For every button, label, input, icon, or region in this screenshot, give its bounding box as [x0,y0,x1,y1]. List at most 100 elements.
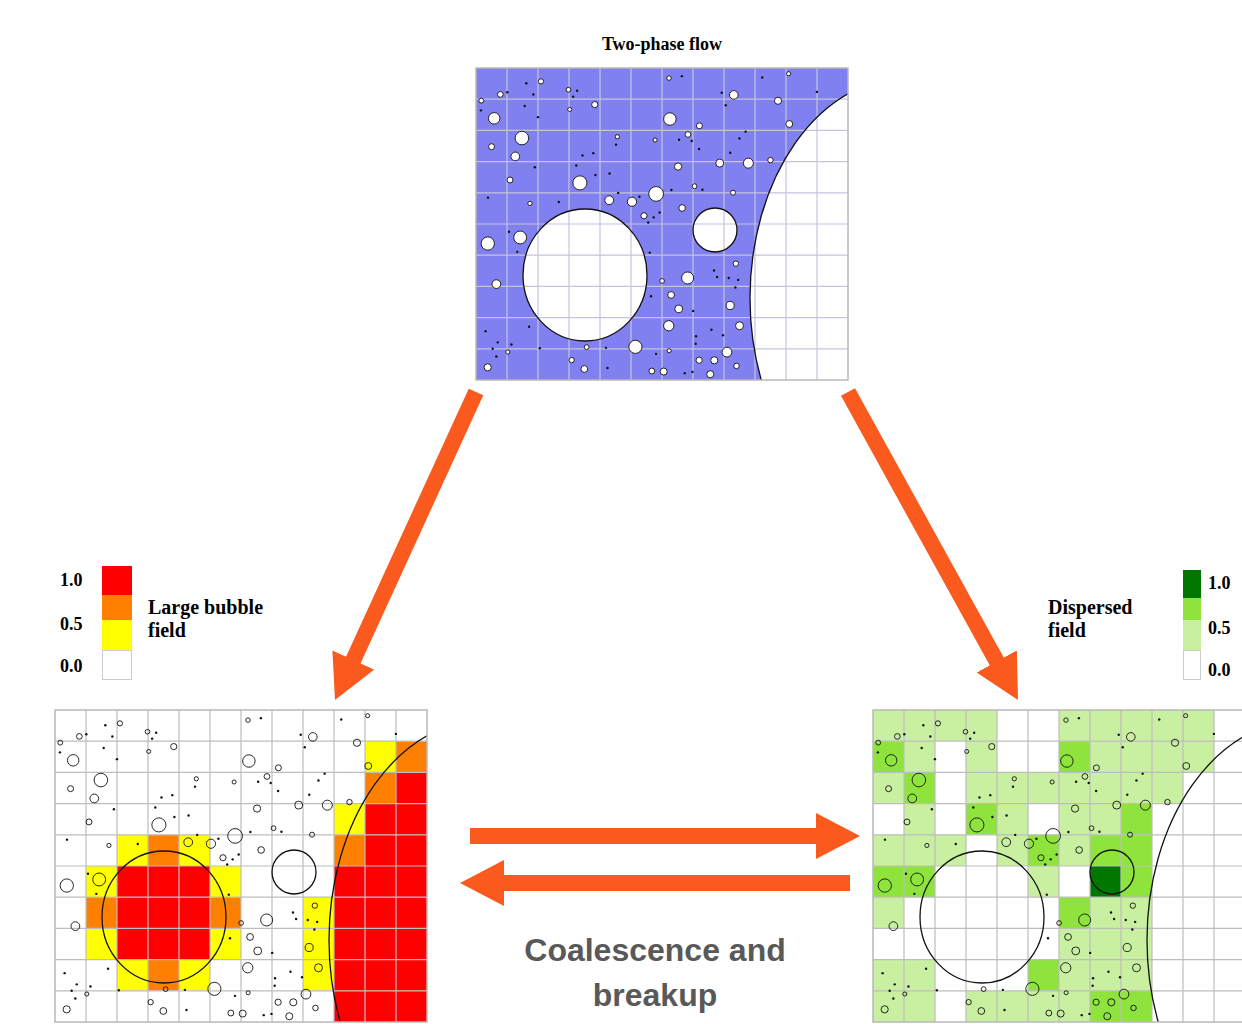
grid-line [476,223,848,224]
bubble-outline [1090,850,1134,894]
small-bubble [664,321,674,331]
small-bubble [253,805,260,812]
small-bubble [491,348,493,350]
grid-cell [179,866,210,897]
grid-cell [1028,772,1059,803]
small-bubble [935,721,940,726]
legend-swatch [102,595,132,620]
grid-cell [210,960,241,991]
grid-cell [1214,991,1242,1022]
panel-border [476,68,848,380]
grid-cell [904,835,935,866]
small-bubble [1183,763,1190,770]
grid-cell [148,991,179,1022]
grid-cell [117,991,148,1022]
grid-cell [1059,897,1090,928]
small-bubble [184,989,186,991]
small-bubble [102,747,104,749]
flow-arrow [470,828,830,844]
small-bubble [1089,826,1094,831]
grid-cell [179,772,210,803]
small-bubble [675,305,683,313]
grid-cell [117,866,148,897]
small-bubble [315,964,323,972]
small-bubble [171,794,173,796]
legend-swatch [102,650,132,680]
small-bubble [60,879,73,892]
small-bubble [155,732,157,734]
small-bubble [684,372,686,374]
grid-cell [396,897,427,928]
small-bubble [85,733,87,735]
field-panel-node: Dispersed field [873,710,1239,1022]
small-bubble [184,838,193,847]
grid-cell [904,804,935,835]
grid-cell [241,741,272,772]
grid-cell [935,866,966,897]
small-bubble [1131,1005,1137,1011]
small-bubble [1057,1010,1064,1017]
grid-cell [334,960,365,991]
grid-cell [1152,960,1183,991]
grid-cell [334,866,365,897]
small-bubble [731,190,736,195]
grid-cell [179,928,210,959]
grid-cell [117,897,148,928]
grid-cell [1059,710,1090,741]
small-bubble [728,277,730,279]
small-bubble [713,269,715,271]
small-bubble [239,1010,246,1017]
grid-cell [1152,741,1183,772]
grid-line [873,928,1242,929]
small-bubble [58,740,63,745]
small-bubble [277,790,279,792]
small-bubble [889,922,898,931]
small-bubble [340,718,342,720]
grid-cell [303,772,334,803]
small-bubble [90,794,99,803]
small-bubble [605,196,614,205]
small-bubble [295,801,303,809]
small-bubble [67,755,78,766]
grid-cell [365,835,396,866]
grid-cell [117,804,148,835]
small-bubble [786,121,793,128]
grid-line [873,959,1242,960]
grid-cell [396,710,427,741]
small-bubble [246,991,250,995]
small-bubble [290,999,297,1006]
small-bubble [1014,834,1016,836]
small-bubble [152,818,166,832]
small-bubble [558,201,560,203]
grid-cell [1028,804,1059,835]
small-bubble [507,177,513,183]
small-bubble [695,335,697,337]
grid-cell [55,710,86,741]
grid-cell [334,897,365,928]
small-bubble [725,104,727,106]
panel-border [55,710,427,1022]
field-panel-node: Two-phase flow [476,68,848,380]
legend-value: 0.0 [1208,659,1231,681]
grid-cell [179,804,210,835]
grid-cell [365,710,396,741]
small-bubble [955,843,957,845]
grid-cell [1059,991,1090,1022]
small-bubble [903,733,905,735]
small-bubble [629,340,642,353]
small-bubble [1055,853,1057,855]
small-bubble [323,772,325,774]
grid-cell [365,928,396,959]
grid-cell [55,741,86,772]
grid-cell [1059,772,1090,803]
small-bubble [592,152,594,154]
small-bubble [1098,831,1100,833]
small-bubble [280,831,282,833]
grid-line [873,772,1242,773]
grid-cell [1214,897,1242,928]
grid-cell [55,960,86,991]
small-bubble [313,928,315,930]
small-bubble [1052,995,1054,997]
small-bubble [966,999,971,1004]
small-bubble [920,747,922,749]
